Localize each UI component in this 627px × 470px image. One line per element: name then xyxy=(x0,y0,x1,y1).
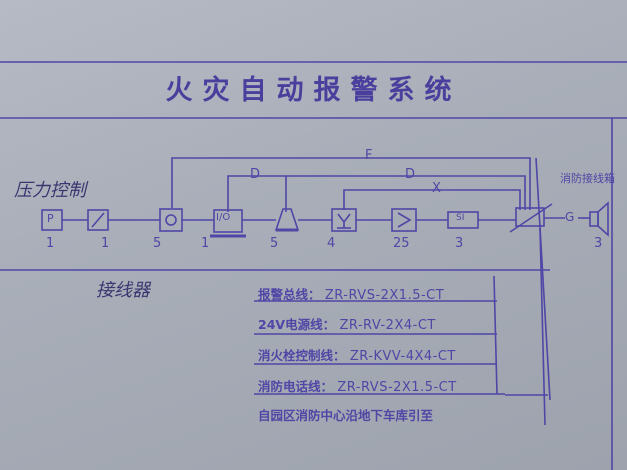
legend-name: 24V电源线： xyxy=(258,317,336,332)
device-symbol-p: P xyxy=(47,212,54,225)
junction-box-symbol xyxy=(515,207,545,227)
qty-module: 1 xyxy=(101,236,110,251)
speaker-cone xyxy=(597,201,609,237)
device-symbol-io: I/O xyxy=(216,212,231,223)
junction-box-label: 消防接线箱 xyxy=(560,172,615,185)
qty-pressure-switch: 1 xyxy=(46,236,55,251)
qty-si-module: 3 xyxy=(455,236,464,251)
legend-name: 报警总线： xyxy=(258,287,321,302)
legend-right-line xyxy=(493,275,498,395)
line-label-d2: D xyxy=(405,167,416,182)
diagram-title: 火灾自动报警系统 xyxy=(165,75,462,106)
speaker-body xyxy=(589,211,599,227)
manual-button-symbol xyxy=(159,208,183,232)
device-symbol-si: SI xyxy=(456,213,465,223)
qty-speaker: 3 xyxy=(594,236,603,251)
d-line-outer xyxy=(227,175,526,212)
hydrant-button-symbol xyxy=(331,208,357,232)
legend-spec: ZR-RV-2X4-CT xyxy=(339,318,436,333)
footer-note: 自园区消防中心沿地下车库引至 xyxy=(258,408,434,423)
riser-line-2 xyxy=(539,227,546,426)
qty-manual-button: 5 xyxy=(153,236,162,251)
module-slash xyxy=(91,212,105,228)
line-label-d1: D xyxy=(250,167,261,182)
qty-bell: 5 xyxy=(270,236,279,251)
legend-name: 消防电话线： xyxy=(258,379,334,394)
legend-name: 消火栓控制线： xyxy=(258,348,346,363)
qty-io-module: 1 xyxy=(201,236,210,251)
pressure-switch-symbol xyxy=(41,209,63,231)
legend-row-power-line: 24V电源线： ZR-RV-2X4-CT xyxy=(258,314,436,333)
line-label-g: G xyxy=(565,210,575,224)
module-symbol xyxy=(87,209,109,231)
smoke-detector-mark xyxy=(397,212,412,228)
qty-smoke-detector: 25 xyxy=(393,236,410,251)
legend-spec: ZR-RVS-2X1.5-CT xyxy=(337,380,457,395)
handwritten-pressure-control: 压力控制 xyxy=(14,180,86,201)
io-module-symbol xyxy=(213,209,243,233)
x-line xyxy=(343,189,521,210)
legend-row-alarm-bus: 报警总线： ZR-RVS-2X1.5-CT xyxy=(258,284,444,303)
bell-symbol xyxy=(274,208,300,231)
si-module-symbol xyxy=(447,211,479,229)
manual-button-circle xyxy=(165,214,177,226)
handwritten-bottom-note: 接线器 xyxy=(96,280,150,301)
riser-line-1 xyxy=(535,157,551,401)
junction-box-slash xyxy=(509,203,553,233)
line-label-x: X xyxy=(432,181,441,196)
qty-hydrant-button: 4 xyxy=(327,236,336,251)
smoke-detector-symbol xyxy=(391,208,417,232)
legend-row-phone-line: 消防电话线： ZR-RVS-2X1.5-CT xyxy=(258,376,457,395)
legend-row-hydrant-control: 消火栓控制线： ZR-KVV-4X4-CT xyxy=(258,345,456,364)
legend-spec: ZR-RVS-2X1.5-CT xyxy=(324,288,445,303)
line-label-f: F xyxy=(365,148,373,163)
f-line xyxy=(171,157,531,210)
legend-spec: ZR-KVV-4X4-CT xyxy=(349,349,456,364)
hydrant-y xyxy=(337,213,351,228)
